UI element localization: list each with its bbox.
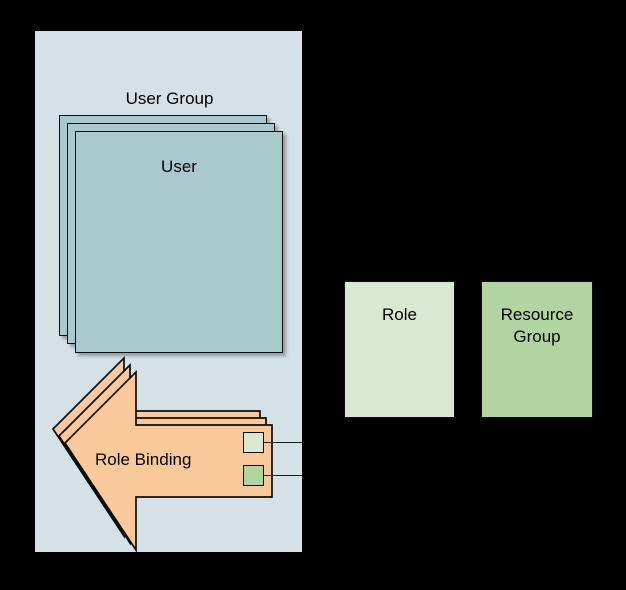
resource-group-label-line-2: Group <box>513 327 561 346</box>
user-card-label: User <box>161 157 197 176</box>
resource-group-box[interactable]: Resource Group <box>481 281 593 418</box>
role-binding-arrow-front[interactable] <box>12 348 273 553</box>
connector-role-binding-to-role <box>263 442 303 443</box>
role-box[interactable]: Role <box>344 281 455 418</box>
resource-group-label-line-1: Resource <box>500 305 574 324</box>
role-binding-role-port[interactable] <box>243 432 264 453</box>
role-box-label: Role <box>382 305 417 324</box>
role-binding-resource-group-port[interactable] <box>243 465 264 486</box>
user-card-stack: User <box>36 32 303 553</box>
role-binding-label: Role Binding <box>95 450 192 469</box>
role-binding-stack <box>12 348 273 553</box>
resource-group-box-label: Resource Group <box>482 304 592 348</box>
user-card-front[interactable]: User <box>75 131 283 353</box>
connector-role-binding-to-resource-group <box>263 475 303 476</box>
user-group-label: User Group <box>125 89 214 108</box>
